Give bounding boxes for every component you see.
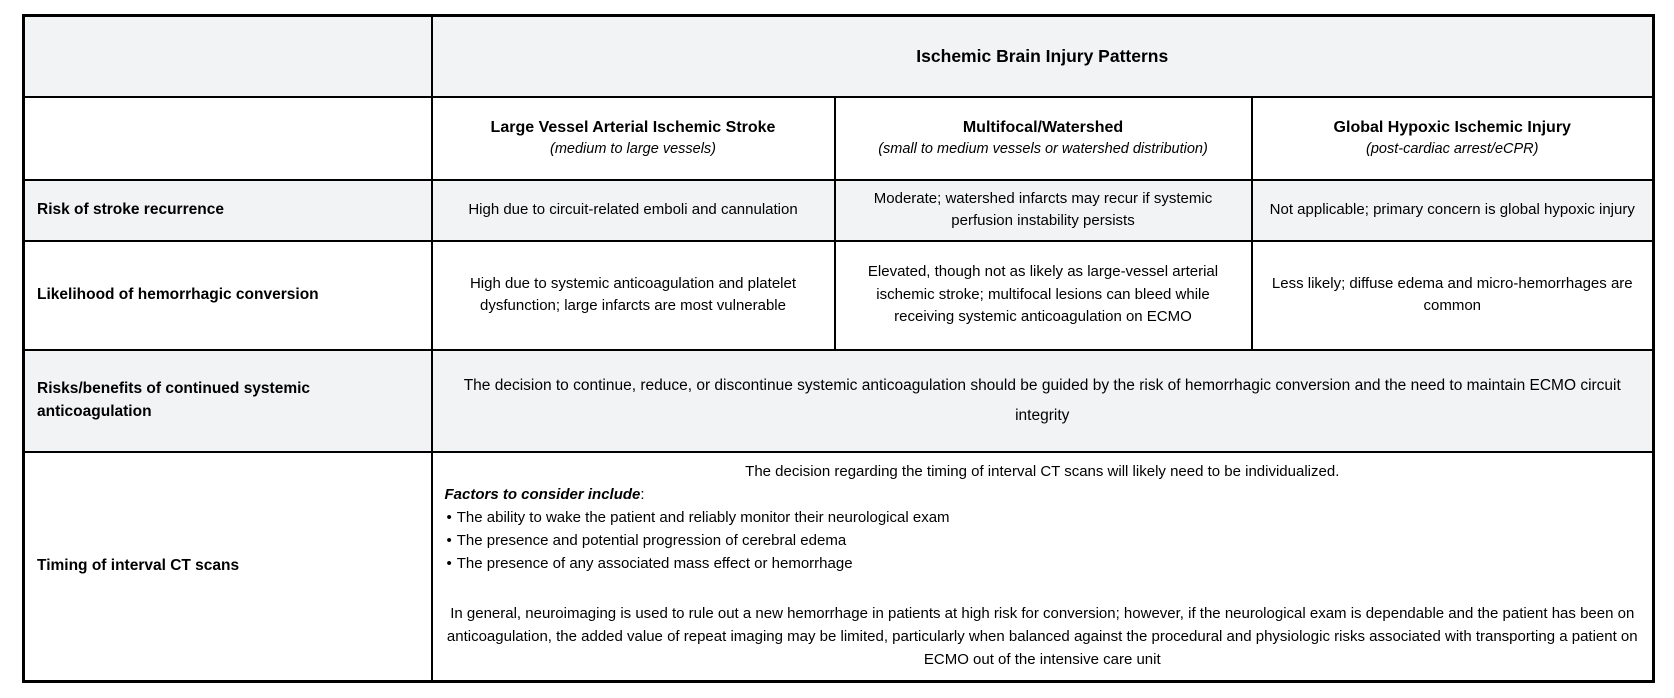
- factors-heading-colon: :: [640, 485, 645, 503]
- row-label-hemorrhagic-conversion: Likelihood of hemorrhagic conversion: [22, 239, 433, 351]
- bullet-text: The presence and potential progression o…: [456, 531, 847, 549]
- ct-timing-factors-heading: Factors to consider include:: [445, 484, 1641, 507]
- bullet-icon: •: [446, 554, 452, 572]
- row-label-ct-timing: Timing of interval CT scans: [22, 450, 433, 683]
- table-row-hemorrhagic-conversion: Likelihood of hemorrhagic conversion Hig…: [22, 239, 1655, 351]
- bullet-item: •The presence and potential progression …: [445, 530, 1641, 553]
- cell-recurrence-global: Not applicable; primary concern is globa…: [1250, 178, 1655, 242]
- column-header-title: Large Vessel Arterial Ischemic Stroke: [490, 118, 776, 136]
- cell-recurrence-multifocal: Moderate; watershed infarcts may recur i…: [833, 178, 1253, 242]
- cell-hemorrhagic-multifocal: Elevated, though not as likely as large-…: [833, 239, 1253, 351]
- cell-ct-timing-merged: The decision regarding the timing of int…: [430, 450, 1655, 683]
- ct-timing-intro: The decision regarding the timing of int…: [745, 463, 1340, 480]
- cell-anticoagulation-merged: The decision to continue, reduce, or dis…: [430, 348, 1655, 453]
- bullet-text: The ability to wake the patient and reli…: [456, 508, 950, 526]
- column-header-multifocal-watershed: Multifocal/Watershed (small to medium ve…: [833, 95, 1253, 181]
- bullet-icon: •: [446, 508, 452, 526]
- table-row-ct-timing: Timing of interval CT scans The decision…: [22, 450, 1655, 683]
- column-header-subtitle: (post-cardiac arrest/eCPR): [1366, 141, 1539, 158]
- bullet-item: •The presence of any associated mass eff…: [445, 553, 1641, 576]
- column-header-subtitle: (medium to large vessels): [550, 141, 716, 158]
- corner-cell-2: [22, 95, 433, 181]
- factors-heading-text: Factors to consider include: [444, 485, 641, 503]
- bullet-icon: •: [446, 531, 452, 549]
- cell-hemorrhagic-global: Less likely; diffuse edema and micro-hem…: [1250, 239, 1655, 351]
- table-row-group-title: Ischemic Brain Injury Patterns: [22, 14, 1655, 98]
- cell-hemorrhagic-large-vessel: High due to systemic anticoagulation and…: [430, 239, 836, 351]
- column-header-large-vessel: Large Vessel Arterial Ischemic Stroke (m…: [430, 95, 836, 181]
- bullet-text: The presence of any associated mass effe…: [456, 554, 853, 572]
- row-label-anticoagulation: Risks/benefits of continued systemic ant…: [22, 348, 433, 453]
- row-label-stroke-recurrence: Risk of stroke recurrence: [22, 178, 433, 242]
- cell-recurrence-large-vessel: High due to circuit-related emboli and c…: [430, 178, 836, 242]
- ischemic-brain-injury-table: Ischemic Brain Injury Patterns Large Ves…: [22, 14, 1656, 683]
- ct-timing-summary: In general, neuroimaging is used to rule…: [446, 604, 1638, 668]
- table-row-anticoagulation: Risks/benefits of continued systemic ant…: [22, 348, 1655, 453]
- table-row-column-headers: Large Vessel Arterial Ischemic Stroke (m…: [22, 95, 1655, 181]
- bullet-item: •The ability to wake the patient and rel…: [445, 507, 1641, 530]
- column-header-title: Multifocal/Watershed: [962, 118, 1124, 136]
- table-group-title: Ischemic Brain Injury Patterns: [430, 14, 1655, 98]
- column-header-title: Global Hypoxic Ischemic Injury: [1333, 118, 1571, 136]
- column-header-subtitle: (small to medium vessels or watershed di…: [878, 141, 1208, 158]
- column-header-global-hypoxic: Global Hypoxic Ischemic Injury (post-car…: [1250, 95, 1655, 181]
- table-row-stroke-recurrence: Risk of stroke recurrence High due to ci…: [22, 178, 1655, 242]
- corner-cell: [22, 14, 433, 98]
